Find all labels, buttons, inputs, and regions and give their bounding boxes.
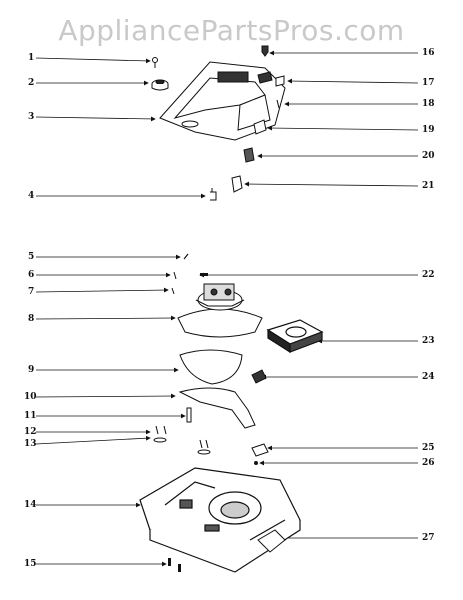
leader-13 xyxy=(35,435,151,445)
callout-3: 3 xyxy=(28,112,35,122)
part-23-filter xyxy=(266,319,324,354)
callout-11: 11 xyxy=(24,411,37,421)
leader-8 xyxy=(35,315,176,321)
callout-9: 9 xyxy=(28,365,35,375)
part-14-base-housing xyxy=(139,467,301,573)
leader-19 xyxy=(267,125,419,131)
part-7-screw xyxy=(171,287,175,295)
callout-1: 1 xyxy=(28,53,35,63)
part-5-pin xyxy=(183,253,189,260)
part-9-gasket xyxy=(179,349,243,385)
callout-25: 25 xyxy=(422,443,435,453)
callout-7: 7 xyxy=(28,287,35,297)
part-2-knob xyxy=(151,79,169,91)
part-27-pedal xyxy=(257,529,286,553)
callout-20: 20 xyxy=(422,151,435,161)
callout-14: 14 xyxy=(24,500,37,510)
leader-3 xyxy=(35,116,156,122)
callout-22: 22 xyxy=(422,270,435,280)
callout-17: 17 xyxy=(422,78,435,88)
part-4-clip xyxy=(210,188,217,201)
callout-2: 2 xyxy=(28,78,35,88)
leader-1 xyxy=(35,57,151,64)
callout-16: 16 xyxy=(422,48,435,58)
leader-21 xyxy=(244,181,419,187)
callout-24: 24 xyxy=(422,372,435,382)
part-12-13-fasteners xyxy=(153,425,211,455)
part-8-motor-assembly xyxy=(177,283,263,338)
callout-5: 5 xyxy=(28,252,35,262)
callout-8: 8 xyxy=(28,314,35,324)
callout-6: 6 xyxy=(28,270,35,280)
callout-12: 12 xyxy=(24,427,37,437)
part-26-nut xyxy=(254,461,258,465)
callout-18: 18 xyxy=(422,99,435,109)
callout-21: 21 xyxy=(422,181,435,191)
leader-7 xyxy=(35,287,169,293)
part-3-top-cover xyxy=(159,61,286,141)
callout-4: 4 xyxy=(28,191,35,201)
part-1-screw xyxy=(152,57,158,68)
parts-16-21-hardware xyxy=(231,45,285,193)
callout-19: 19 xyxy=(422,125,435,135)
leader-10 xyxy=(35,393,176,399)
part-25-hinge xyxy=(251,443,269,457)
part-10-bracket xyxy=(178,387,256,429)
part-6-screw xyxy=(173,271,177,280)
part-11-spring xyxy=(186,407,192,423)
callout-13: 13 xyxy=(24,439,37,449)
part-15-feet xyxy=(168,558,181,572)
callout-27: 27 xyxy=(422,533,435,543)
callout-15: 15 xyxy=(24,559,37,569)
part-22-washer xyxy=(200,273,208,276)
part-24-latch xyxy=(251,369,267,384)
leader-17 xyxy=(287,78,419,84)
callout-26: 26 xyxy=(422,458,435,468)
watermark-logo: AppliancePartsPros.com xyxy=(58,14,405,47)
callout-23: 23 xyxy=(422,336,435,346)
callout-10: 10 xyxy=(24,392,37,402)
